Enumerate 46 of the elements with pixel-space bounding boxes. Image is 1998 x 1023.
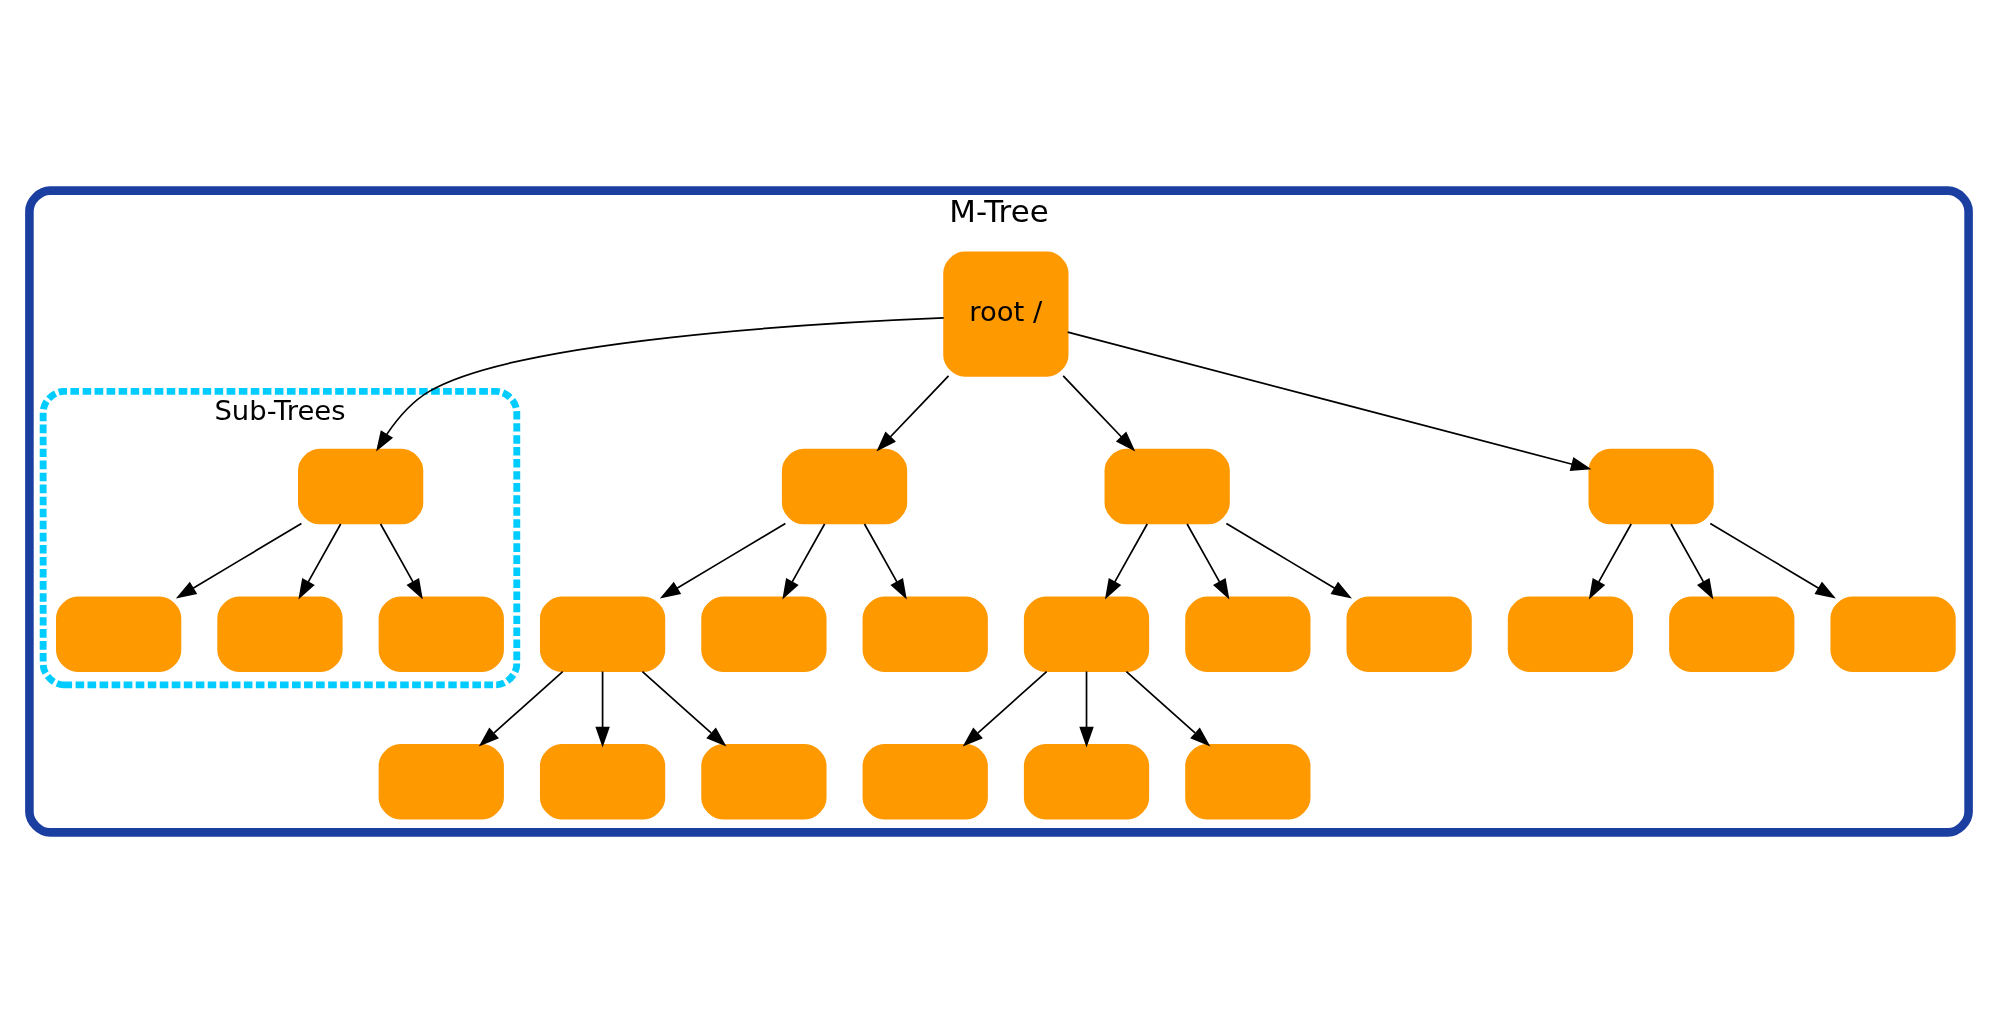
node-box <box>297 448 424 525</box>
arrow <box>1125 670 1211 747</box>
node-box <box>539 596 666 672</box>
node-box <box>1588 448 1714 525</box>
arrow <box>175 522 303 599</box>
arrow <box>1062 375 1136 452</box>
node-box: root / <box>943 251 1069 377</box>
node-box <box>1830 596 1956 672</box>
node-box <box>701 744 827 820</box>
node-box <box>1104 448 1230 525</box>
arrow <box>641 670 727 747</box>
arrow <box>1066 331 1592 472</box>
arrow <box>595 670 610 748</box>
arrow <box>962 670 1048 747</box>
node-box <box>378 744 504 820</box>
cluster: Sub-Trees <box>39 387 521 689</box>
node-box <box>1023 744 1150 820</box>
node-box <box>1507 596 1634 672</box>
arrow <box>1186 523 1230 600</box>
arrow <box>1709 522 1836 599</box>
arrow <box>298 523 342 600</box>
arrow <box>659 522 787 599</box>
node-box <box>1669 596 1795 672</box>
node-box <box>781 448 908 525</box>
node-box <box>1023 596 1150 672</box>
arrow <box>1104 523 1149 600</box>
arrow <box>1588 523 1633 600</box>
node-box <box>378 596 504 672</box>
arrow <box>1225 522 1352 599</box>
node-box <box>862 596 988 672</box>
arrow <box>1670 523 1714 600</box>
node-box <box>1346 596 1472 672</box>
node-box <box>862 744 988 820</box>
node-box <box>56 596 182 672</box>
arrow <box>876 375 950 452</box>
node-box <box>1185 744 1311 820</box>
arrow <box>863 523 907 600</box>
node-box <box>701 596 827 672</box>
arrow <box>782 523 826 600</box>
node-box <box>217 596 343 672</box>
arrow <box>379 523 423 600</box>
node-box <box>1185 596 1311 672</box>
arrow <box>376 317 945 452</box>
arrow <box>1079 670 1094 748</box>
node-box <box>539 744 666 820</box>
arrow <box>478 670 564 747</box>
